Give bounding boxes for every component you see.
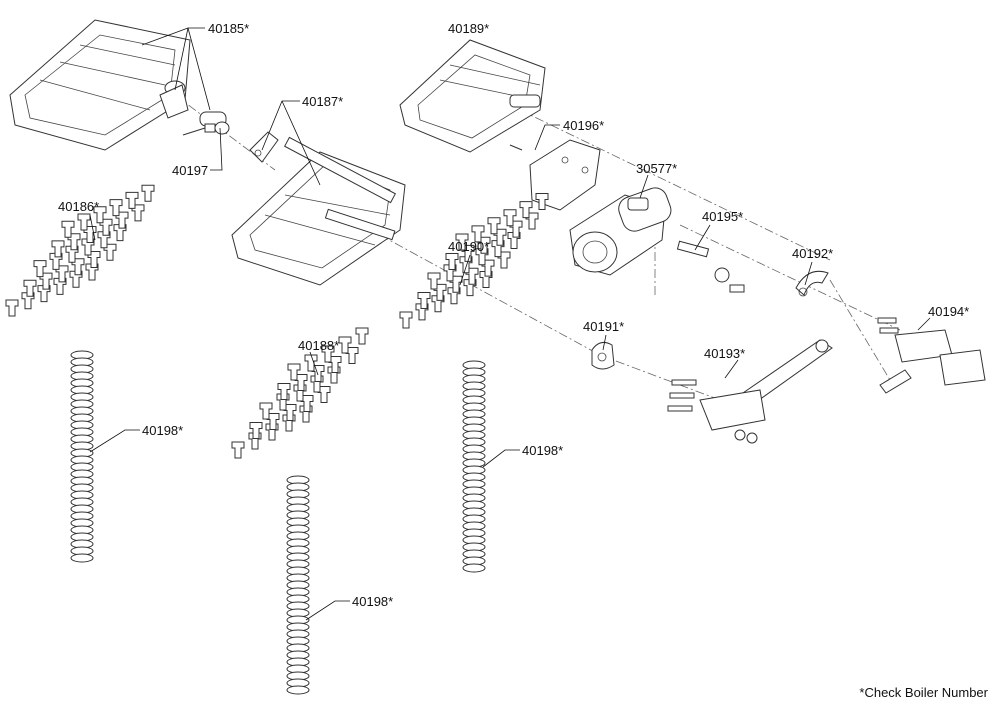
spring-coil — [286, 685, 310, 695]
tooth-piece — [487, 217, 501, 235]
tooth-piece — [231, 441, 245, 459]
tooth-piece — [417, 292, 431, 309]
label-40186: 40186* — [58, 199, 99, 214]
leader-lines — [89, 27, 931, 621]
label-40192: 40192* — [792, 246, 833, 261]
tooth-piece — [321, 345, 335, 363]
label-40189: 40189* — [448, 21, 489, 36]
part-labels: 40185* 40187* 40197 40186* 40189* 40196*… — [58, 21, 969, 609]
label-40185: 40185* — [208, 21, 249, 36]
tooth-clusters — [5, 184, 549, 459]
tooth-piece — [125, 191, 139, 209]
pins-40197 — [182, 111, 230, 136]
label-40191: 40191* — [583, 319, 624, 334]
tooth-piece — [355, 327, 369, 345]
footnote: *Check Boiler Number — [859, 685, 988, 700]
label-40188: 40188* — [298, 338, 339, 353]
frame-40190 — [231, 136, 406, 286]
cam-40191 — [591, 341, 615, 370]
tooth-piece — [277, 383, 291, 400]
tooth-piece — [109, 199, 123, 217]
tooth-piece — [399, 311, 413, 329]
tooth-piece — [141, 184, 155, 202]
label-40198-left: 40198* — [142, 423, 183, 438]
plates-40194 — [877, 317, 986, 394]
spring-coil — [462, 563, 486, 573]
tooth-piece — [519, 201, 533, 219]
tooth-piece — [304, 354, 318, 372]
label-40194: 40194* — [928, 304, 969, 319]
label-40195: 40195* — [702, 209, 743, 224]
tooth-piece — [51, 240, 65, 258]
motor-30577 — [569, 187, 672, 276]
tooth-piece — [61, 220, 75, 238]
tooth-piece — [535, 193, 549, 210]
tooth-piece — [259, 402, 273, 420]
label-40193: 40193* — [704, 346, 745, 361]
shaft-40195 — [676, 240, 745, 293]
assembly-axes — [174, 94, 901, 401]
tooth-piece — [5, 299, 19, 317]
tooth-piece — [23, 279, 37, 297]
label-30577: 30577* — [636, 161, 677, 176]
frame-40189 — [399, 39, 546, 153]
springs — [70, 350, 486, 695]
tooth-piece — [427, 272, 441, 290]
spring-coil — [70, 553, 94, 563]
tooth-piece — [455, 233, 469, 251]
tooth-piece — [287, 363, 301, 381]
clip-40192 — [795, 270, 829, 297]
label-40198-bottom: 40198* — [352, 594, 393, 609]
tooth-piece — [503, 209, 517, 227]
label-40198-right: 40198* — [522, 443, 563, 458]
tooth-piece — [338, 336, 352, 354]
lever-40193 — [667, 339, 833, 444]
tooth-piece — [33, 260, 47, 278]
bracket-40196 — [509, 139, 601, 211]
tooth-piece — [249, 422, 263, 439]
label-40196: 40196* — [563, 118, 604, 133]
tooth-piece — [445, 253, 459, 270]
frame-40185 — [9, 19, 191, 151]
link-40187 — [249, 131, 279, 163]
tooth-piece — [471, 225, 485, 243]
label-40197: 40197 — [172, 163, 208, 178]
label-40190: 40190* — [448, 239, 489, 254]
tooth-piece — [93, 206, 107, 224]
label-40187: 40187* — [302, 94, 343, 109]
